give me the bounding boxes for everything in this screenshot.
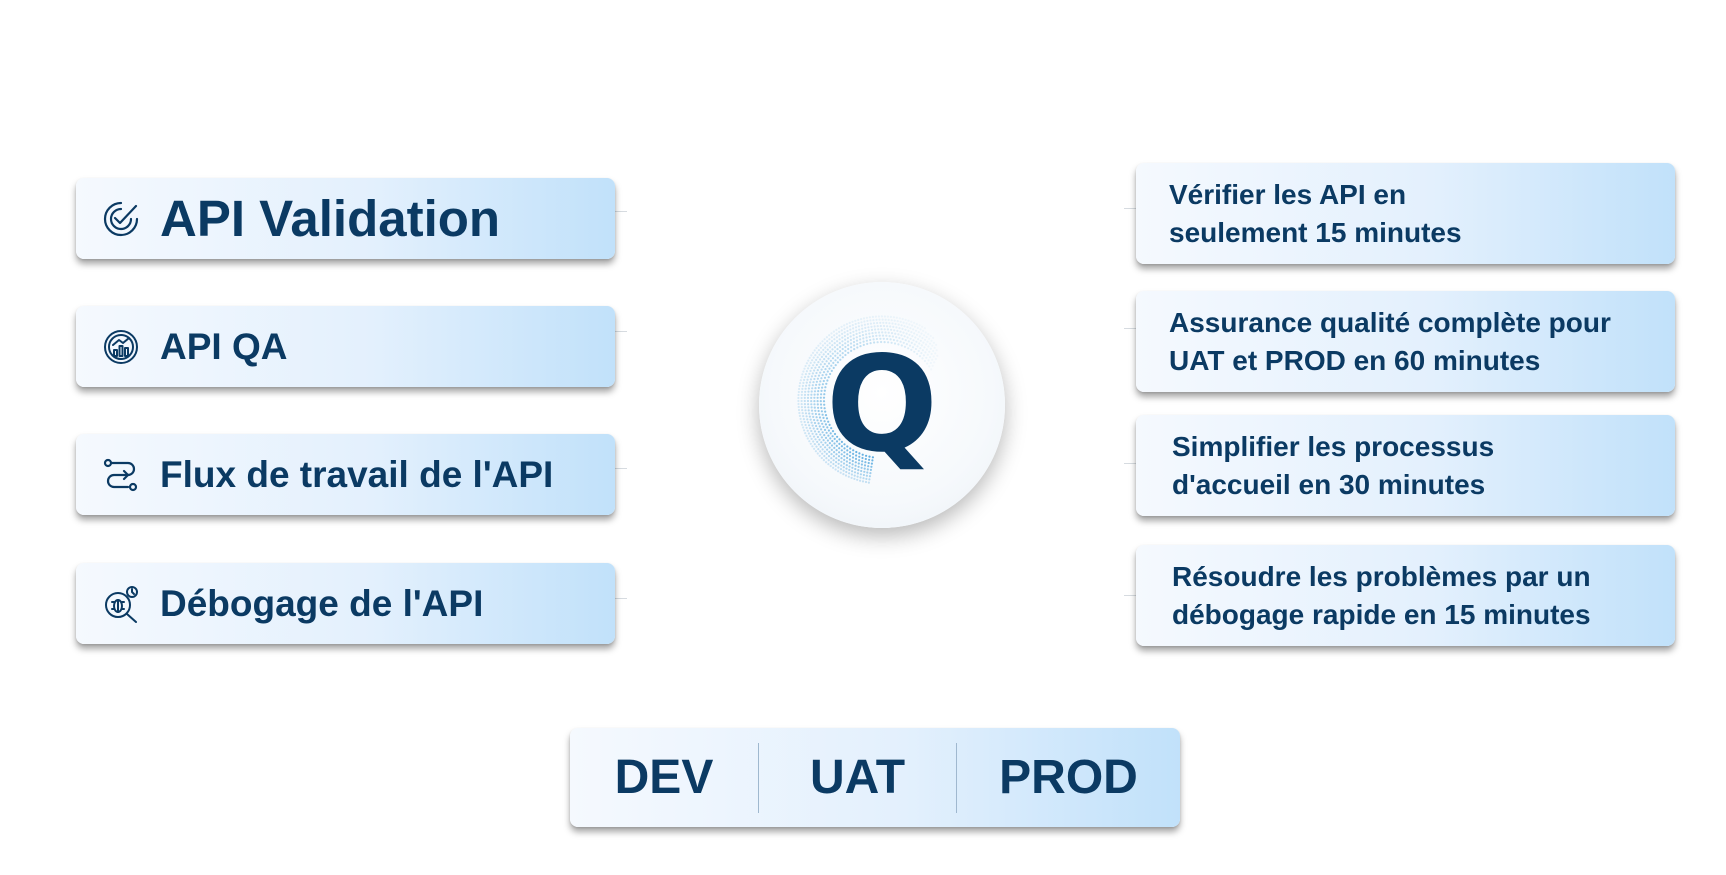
feature-label: Flux de travail de l'API [160,453,554,495]
env-dev: DEV [614,751,714,804]
benefit-line: Simplifier les processus [1172,430,1495,462]
benefit-line: Assurance qualité complète pour [1169,306,1611,338]
benefit-line: Vérifier les API en [1169,178,1407,210]
feature-label: API Validation [160,190,501,247]
workflow-icon [102,456,140,494]
env-divider [758,743,759,813]
feature-card-api-debugging: Débogage de l'API [76,563,615,644]
connector-line [615,468,627,469]
feature-card-api-workflow: Flux de travail de l'API [76,434,615,515]
connector-line [1124,328,1136,329]
env-divider [956,743,957,813]
benefit-card: Assurance qualité complète pour UAT et P… [1136,291,1675,392]
benefit-text: Assurance qualité complète pour UAT et P… [1169,304,1659,380]
benefit-line: débogage rapide en 15 minutes [1172,598,1591,630]
connector-line [1124,463,1136,464]
benefit-card: Résoudre les problèmes par un débogage r… [1136,545,1675,646]
benefit-card: Simplifier les processus d'accueil en 30… [1136,415,1675,516]
benefit-text: Simplifier les processus d'accueil en 30… [1172,428,1659,504]
env-prod: PROD [999,751,1138,804]
benefit-line: UAT et PROD en 60 minutes [1169,344,1541,376]
connector-line [615,331,627,332]
benefit-text: Résoudre les problèmes par un débogage r… [1172,558,1659,634]
environments-bar: DEV UAT PROD [570,728,1180,827]
logo-letter: Q [825,328,939,482]
connector-line [1124,595,1136,596]
chart-gear-icon [102,328,140,366]
q-logo-icon [797,315,939,484]
connector-line [1124,208,1136,209]
feature-label: API QA [160,325,288,367]
benefit-card: Vérifier les API en seulement 15 minutes [1136,163,1675,264]
bug-search-icon [102,585,140,623]
benefit-text: Vérifier les API en seulement 15 minutes [1169,176,1659,252]
feature-label: Débogage de l'API [160,582,484,624]
feature-card-api-qa: API QA [76,306,615,387]
connector-line [615,598,627,599]
feature-card-api-validation: API Validation [76,178,615,259]
connector-line [615,211,627,212]
env-uat: UAT [809,751,906,804]
benefit-line: Résoudre les problèmes par un [1172,560,1591,592]
benefit-line: d'accueil en 30 minutes [1172,468,1486,500]
check-badge-icon [102,200,140,238]
q-logo: Q [759,282,1005,528]
benefit-line: seulement 15 minutes [1169,216,1462,248]
